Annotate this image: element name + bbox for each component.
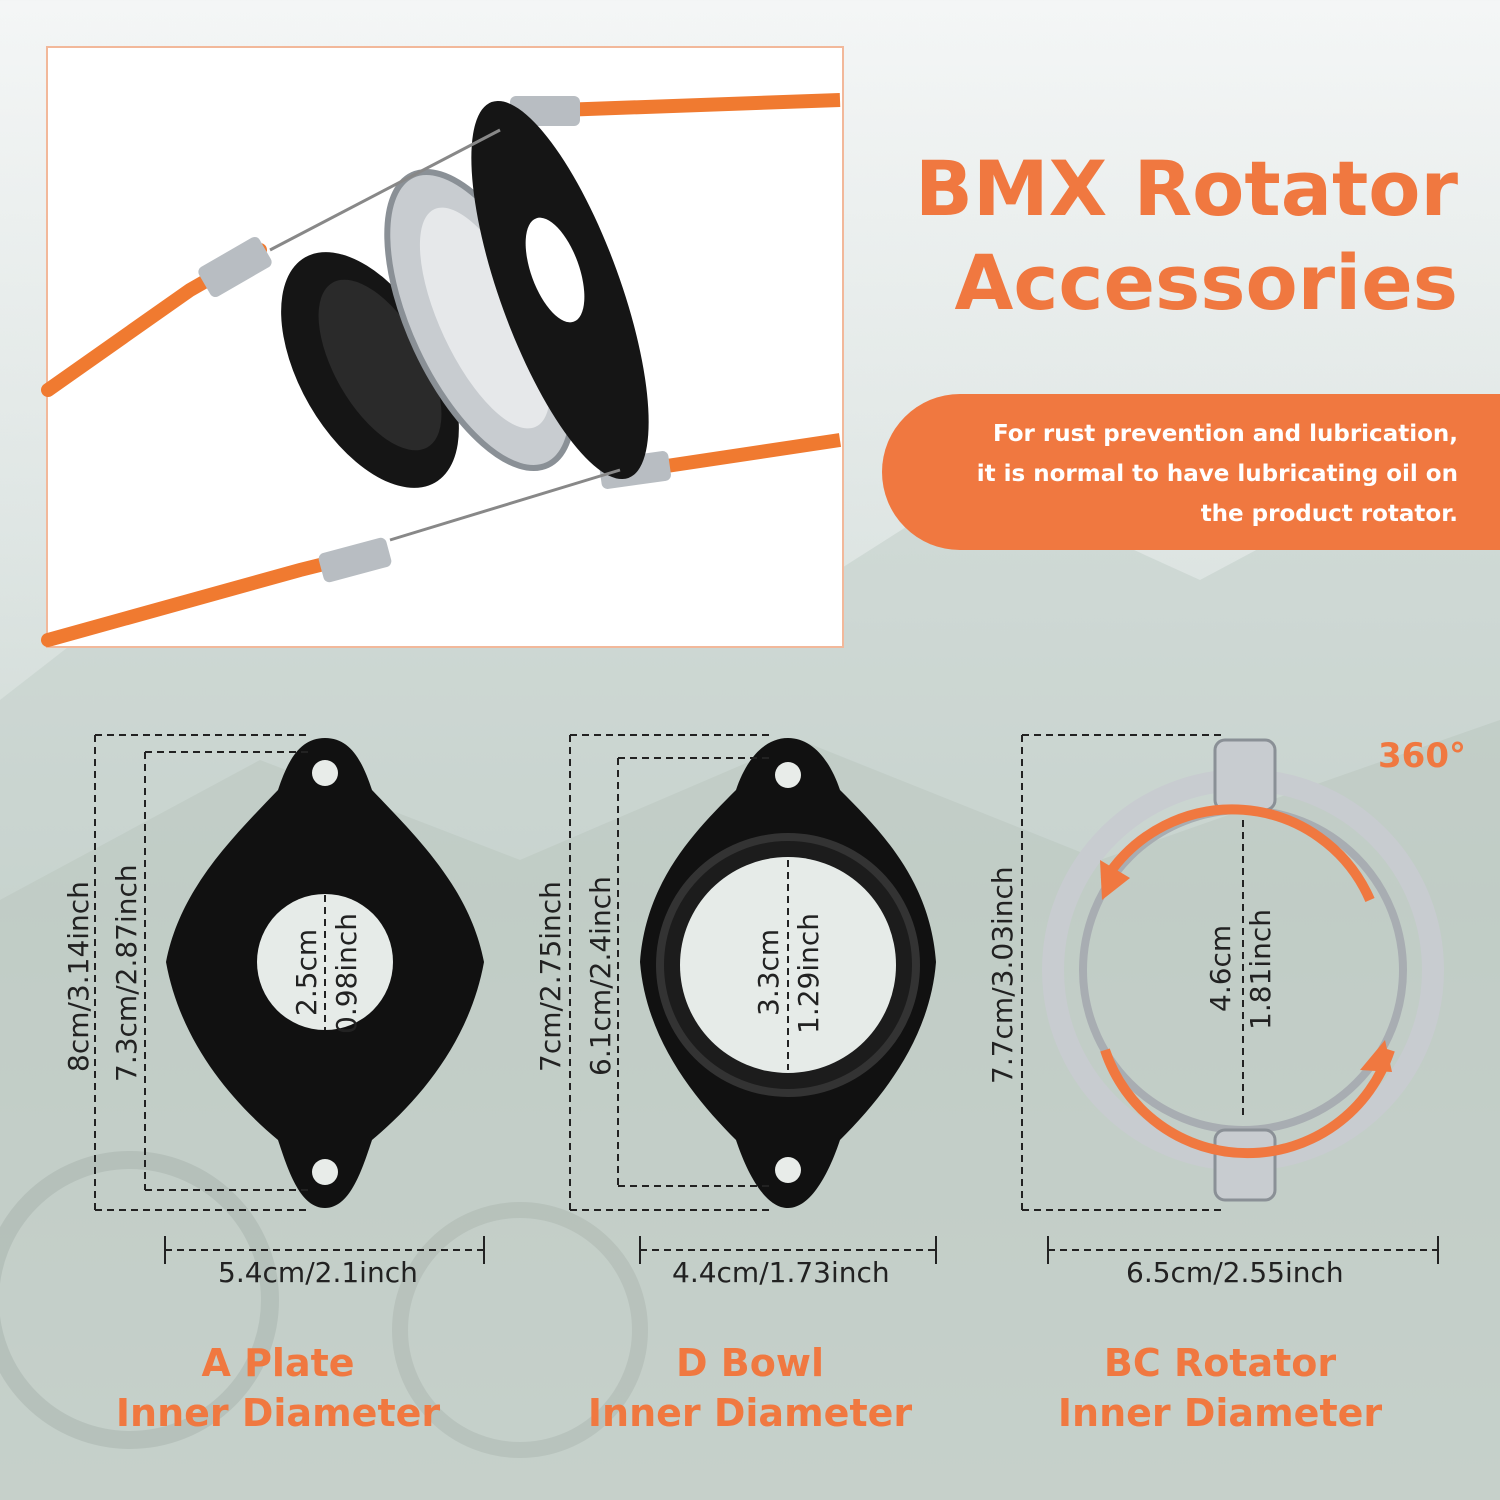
a-plate-title: A Plate Inner Diameter (98, 1338, 458, 1438)
title-line-2: Accessories (954, 238, 1458, 327)
bc-rotator-title-line-2: Inner Diameter (1057, 1391, 1383, 1435)
a-plate-height-inner: 7.3cm/2.87inch (110, 864, 143, 1082)
bc-rotator-width: 6.5cm/2.55inch (1126, 1256, 1344, 1289)
d-bowl-title-line-1: D Bowl (676, 1341, 824, 1385)
bc-rotator-title-line-1: BC Rotator (1103, 1341, 1337, 1385)
bc-rotator-inner-cm: 4.6cm (1204, 924, 1237, 1012)
d-bowl-height-inner: 6.1cm/2.4inch (584, 876, 617, 1076)
note-line-2: it is normal to have lubricating oil on (976, 461, 1458, 487)
d-bowl-title: D Bowl Inner Diameter (570, 1338, 930, 1438)
a-plate-width: 5.4cm/2.1inch (218, 1256, 418, 1289)
a-plate-inner-cm: 2.5cm (290, 928, 323, 1016)
title-line-1: BMX Rotator (915, 144, 1458, 233)
page-title: BMX Rotator Accessories (838, 142, 1458, 330)
note-text: For rust prevention and lubrication, it … (878, 414, 1458, 534)
bc-rotator-inner-inch: 1.81inch (1244, 908, 1277, 1030)
note-line-1: For rust prevention and lubrication, (992, 421, 1458, 447)
bc-rotator-height-outer: 7.7cm/3.03inch (986, 866, 1019, 1084)
note-line-3: the product rotator. (1200, 501, 1458, 527)
rotation-360-icon: 360° (1378, 736, 1466, 776)
bc-rotator-title: BC Rotator Inner Diameter (1040, 1338, 1400, 1438)
d-bowl-inner-cm: 3.3cm (752, 928, 785, 1016)
a-plate-title-line-1: A Plate (201, 1341, 355, 1385)
d-bowl-inner-inch: 1.29inch (792, 912, 825, 1034)
a-plate-title-line-2: Inner Diameter (115, 1391, 441, 1435)
a-plate-height-outer: 8cm/3.14inch (62, 881, 95, 1072)
bc-rotator-image (1042, 738, 1444, 1202)
d-bowl-height-outer: 7cm/2.75inch (534, 881, 567, 1072)
note-banner (882, 394, 1500, 550)
d-bowl-width: 4.4cm/1.73inch (672, 1256, 890, 1289)
a-plate-inner-inch: 0.98inch (330, 912, 363, 1034)
d-bowl-title-line-2: Inner Diameter (587, 1391, 913, 1435)
